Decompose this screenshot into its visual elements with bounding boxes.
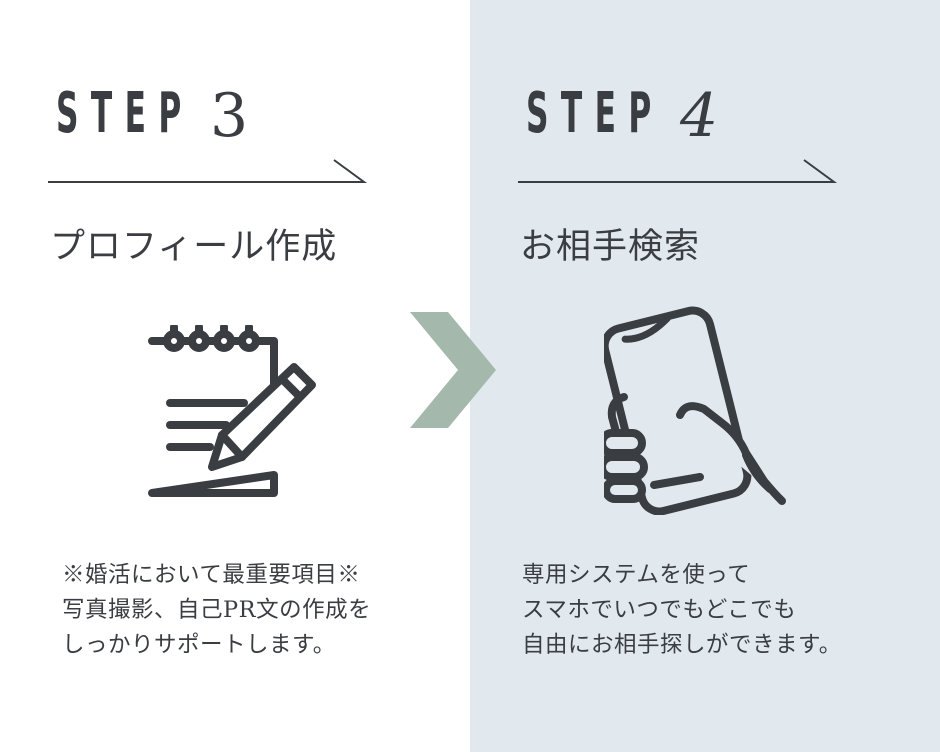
step4-description: 専用システムを使って スマホでいつでもどこでも 自由にお相手探しができます。: [522, 558, 842, 663]
arrow-line-icon: [518, 159, 838, 183]
step3-heading: STEP 3: [56, 62, 278, 147]
step-number: 3: [210, 81, 249, 151]
chevron-right-icon: [410, 312, 496, 428]
step4-panel: STEP 4 お相手検索 専用システムを使って スマホでいつでもどこでも 自由に…: [470, 0, 940, 752]
step-word: STEP: [526, 81, 664, 146]
description-line: 専用システムを使って: [522, 562, 751, 588]
description-line: スマホでいつでもどこでも: [522, 597, 797, 623]
description-line: ※婚活において最重要項目※: [62, 562, 361, 588]
step-word: STEP: [56, 81, 194, 146]
description-line: 写真撮影、自己PR文の作成を: [62, 597, 372, 623]
step4-title: お相手検索: [520, 227, 701, 267]
step3-description: ※婚活において最重要項目※ 写真撮影、自己PR文の作成を しっかりサポートします…: [62, 558, 371, 663]
hand-holding-smartphone-icon: [604, 306, 786, 515]
notepad-pencil-icon: [148, 325, 316, 497]
step-number: 4: [680, 81, 719, 151]
step3-panel: STEP 3 プロフィール作成 ※婚活におい: [48, 62, 371, 663]
step3-title: プロフィール作成: [50, 227, 338, 267]
description-line: 自由にお相手探しができます。: [522, 632, 842, 658]
step4-heading: STEP 4: [526, 62, 748, 147]
arrow-line-icon: [48, 159, 368, 183]
description-line: しっかりサポートします。: [62, 632, 336, 658]
